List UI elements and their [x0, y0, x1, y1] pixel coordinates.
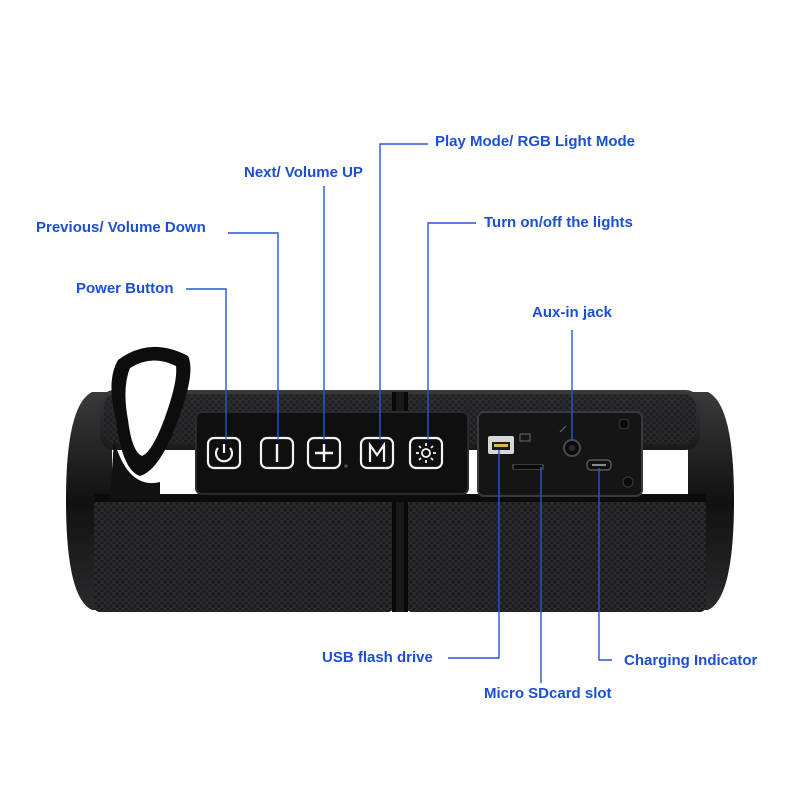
port-panel	[477, 411, 643, 497]
micro-sd-label: Micro SDcard slot	[484, 685, 612, 702]
power-icon	[214, 444, 234, 463]
plus-icon	[315, 444, 333, 462]
charging-indicator-label: Charging Indicator	[624, 652, 758, 669]
play-mode-rgb-label: Play Mode/ RGB Light Mode	[435, 133, 636, 150]
power-button-label: Power Button	[76, 280, 174, 297]
next-volume-up-label: Next/ Volume UP	[244, 164, 363, 181]
m-icon	[368, 441, 386, 462]
lower-mesh-left	[94, 500, 394, 612]
lights-toggle-label: Turn on/off the lights	[484, 214, 633, 231]
leader-play-mode	[379, 143, 428, 440]
leader-previous	[228, 232, 279, 440]
usb-flash-drive-label: USB flash drive	[322, 649, 433, 666]
aux-jack[interactable]	[563, 439, 581, 457]
previous-volume-down-key[interactable]	[259, 436, 295, 470]
strap-loop	[110, 346, 191, 500]
power-key[interactable]	[206, 436, 242, 470]
light-toggle-key[interactable]	[408, 436, 444, 470]
aux-jack-label: Aux-in jack	[532, 304, 613, 321]
usb-port[interactable]	[488, 436, 514, 454]
screw-bottom	[622, 476, 634, 488]
lower-mesh-right	[406, 500, 706, 612]
usb-marker-icon	[519, 433, 531, 442]
headphone-icon	[559, 425, 567, 433]
sun-icon	[416, 443, 436, 463]
leader-power	[186, 288, 227, 440]
leader-lights	[427, 222, 476, 440]
screw-top	[618, 418, 630, 430]
play-mode-rgb-key[interactable]	[359, 436, 395, 470]
leader-lines	[186, 143, 612, 683]
leader-usb	[448, 450, 500, 659]
leader-charging	[598, 468, 612, 661]
previous-volume-down-label: Previous/ Volume Down	[36, 219, 206, 236]
sd-slot[interactable]	[512, 464, 544, 470]
